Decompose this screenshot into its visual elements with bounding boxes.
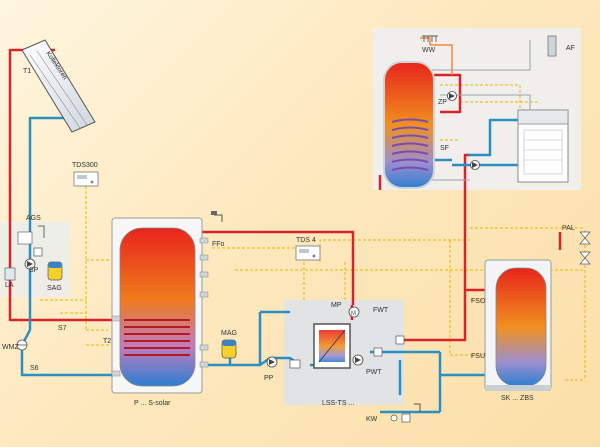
solar-station-panel	[0, 222, 70, 297]
main-storage-tank	[111, 217, 209, 394]
fresh-water-station: M	[289, 306, 405, 369]
af-sensor	[547, 35, 557, 57]
ffo-label: FFo	[212, 241, 225, 248]
kw-inlet	[390, 403, 421, 423]
buffer-label: SK ... ZBS	[501, 395, 534, 402]
ags-label: AGS	[26, 215, 41, 222]
zp-pump	[447, 91, 457, 101]
kw-label: KW	[366, 416, 378, 423]
pp-label: PP	[264, 375, 274, 382]
ww-line	[420, 37, 453, 75]
fsu-label: FSU	[471, 353, 485, 360]
s6-label: S6	[30, 365, 39, 372]
af-label: AF	[566, 45, 575, 52]
main-storage-label: P ... S-solar	[134, 400, 171, 407]
pwt-label: PWT	[366, 369, 382, 376]
la-label: LA	[5, 282, 14, 289]
boiler-room-pump	[470, 160, 480, 170]
tds300-controller[interactable]	[73, 171, 99, 187]
t2-label: T2	[103, 338, 111, 345]
mag-label: MAG	[221, 330, 237, 337]
mp-label: MP	[331, 302, 342, 309]
boiler-unit	[517, 109, 569, 183]
buffer-tank	[484, 259, 552, 391]
mag-vessel	[221, 339, 237, 359]
zp-label: ZP	[438, 99, 447, 106]
tap-icon	[211, 211, 223, 222]
sp-label: SP	[29, 267, 39, 274]
tds4-label: TDS 4	[296, 237, 316, 244]
wmz-label: WMZ	[2, 344, 19, 351]
fwt-label: FWT	[373, 307, 389, 314]
t1-label: T1	[23, 68, 31, 75]
ww-label: WW	[422, 47, 436, 54]
station-label: LSS-TS ...	[322, 400, 354, 407]
svg-text:M: M	[351, 311, 356, 317]
fso-label: FSO	[471, 298, 486, 305]
sf-label: SF	[440, 145, 449, 152]
solar-station	[4, 225, 45, 281]
sag-label: SAG	[47, 285, 62, 292]
pp-pump	[266, 356, 278, 368]
ww-tap-icon	[422, 35, 438, 42]
pal-label: PAL	[562, 225, 575, 232]
dhw-tank	[383, 61, 435, 189]
pal-valve	[579, 231, 591, 265]
sag-vessel	[47, 261, 63, 281]
tds300-label: TDS300	[72, 162, 98, 169]
tds4-controller[interactable]	[295, 245, 321, 261]
wmz-meter	[16, 339, 28, 351]
s7-label: S7	[58, 325, 67, 332]
solar-collector	[21, 39, 96, 133]
